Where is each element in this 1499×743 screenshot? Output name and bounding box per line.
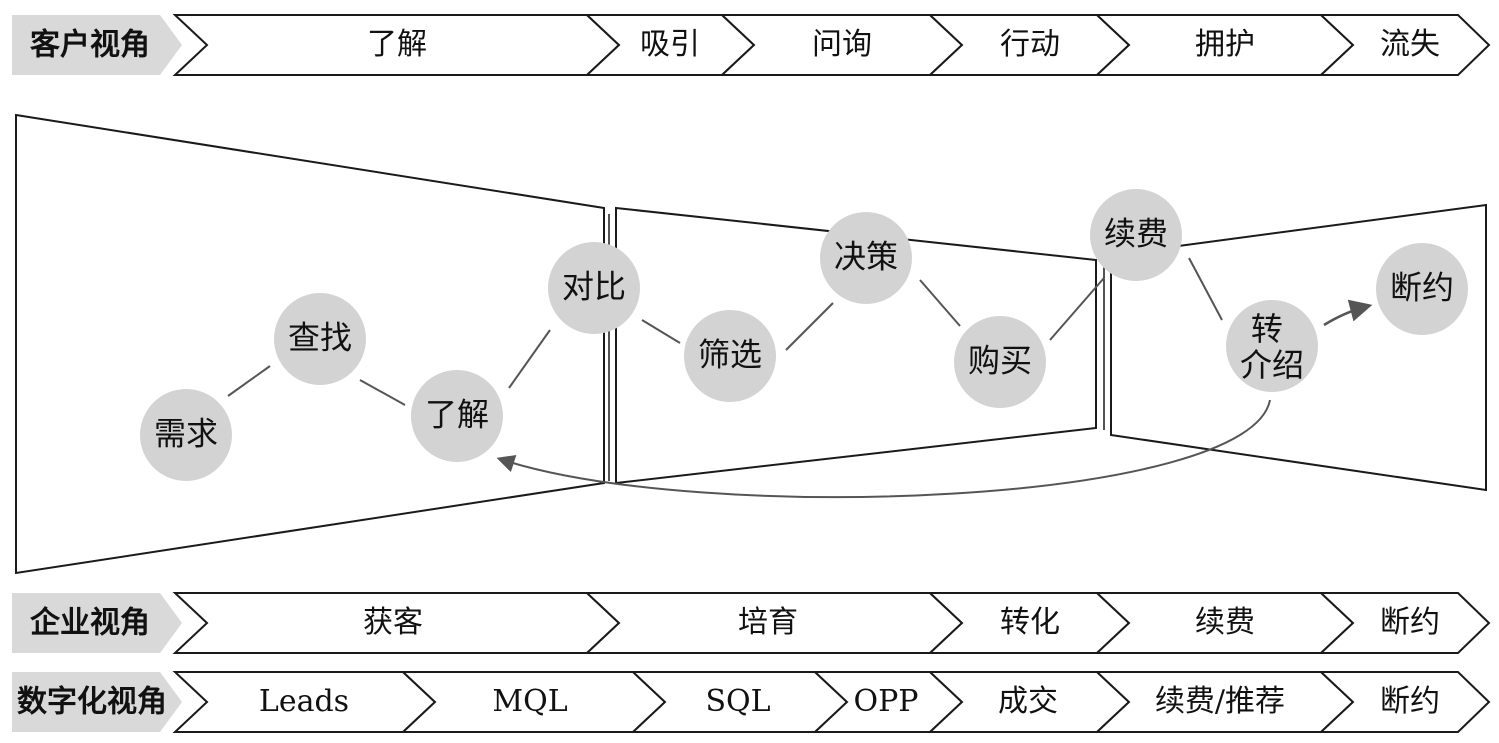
stage-chevron: 获客 xyxy=(172,592,621,654)
stage-label: 获客 xyxy=(363,605,423,640)
connectors xyxy=(227,257,1223,406)
node-label: 了解 xyxy=(425,396,489,434)
row-tag-label: 客户视角 xyxy=(30,28,150,63)
stage-label: 成交 xyxy=(998,684,1058,719)
row-tag: 客户视角 xyxy=(12,15,182,75)
stage-label: Leads xyxy=(259,684,349,719)
row-tag-label: 企业视角 xyxy=(30,606,150,641)
stage-label: 流失 xyxy=(1380,27,1440,62)
stage-label: SQL xyxy=(705,684,770,719)
row-digital: 数字化视角 Leads MQL SQL OPP 成交 续费/推荐 断约 xyxy=(12,671,1491,733)
node-label: 购买 xyxy=(968,342,1032,380)
arrow-to-churn xyxy=(1323,299,1373,327)
node-label: 对比 xyxy=(562,268,626,306)
stage-label: 问询 xyxy=(812,27,872,62)
stage-chevron: 培育 xyxy=(584,592,964,654)
node-decide: 决策 xyxy=(820,212,912,304)
stage-label: OPP xyxy=(854,684,919,719)
row-tag: 数字化视角 xyxy=(12,672,182,732)
stage-label: 吸引 xyxy=(640,27,700,62)
node-label: 需求 xyxy=(154,415,218,453)
stage-chevron: 流失 xyxy=(1318,14,1491,76)
stage-chevron: 转化 xyxy=(927,592,1131,654)
stage-label: MQL xyxy=(492,684,567,719)
node-search: 查找 xyxy=(274,293,366,385)
stage-label: 行动 xyxy=(1000,27,1060,62)
node-compare: 对比 xyxy=(548,242,640,334)
node-label: 续费 xyxy=(1104,215,1168,253)
node-demand: 需求 xyxy=(140,389,232,481)
row-enterprise: 企业视角 获客 培育 转化 续费 断约 xyxy=(12,592,1491,654)
node-referral: 转 介绍 xyxy=(1226,300,1318,392)
stage-label: 续费/推荐 xyxy=(1155,684,1285,719)
stage-chevron: 断约 xyxy=(1318,592,1491,654)
node-label: 断约 xyxy=(1390,269,1454,307)
row-customer: 客户视角 了解 吸引 问询 行动 拥护 流失 xyxy=(12,14,1491,76)
node-churn: 断约 xyxy=(1376,243,1468,335)
row-tag-label: 数字化视角 xyxy=(17,685,167,720)
node-label: 转 介绍 xyxy=(1240,310,1304,384)
stage-chevron: 续费 xyxy=(1094,592,1355,654)
stage-label: 培育 xyxy=(738,605,798,640)
node-label: 决策 xyxy=(834,238,898,276)
node-label: 查找 xyxy=(288,319,352,357)
node-renew: 续费 xyxy=(1090,189,1182,281)
stage-label: 了解 xyxy=(367,27,427,62)
stage-chevron: 断约 xyxy=(1318,671,1491,733)
funnel-section-nurture xyxy=(615,206,1097,485)
stage-chevron: MQL xyxy=(400,671,667,733)
node-purchase: 购买 xyxy=(954,316,1046,408)
node-filter: 筛选 xyxy=(684,310,776,402)
stage-label: 续费 xyxy=(1195,605,1255,640)
stage-chevron: 续费/推荐 xyxy=(1094,671,1355,733)
stage-chevron: 拥护 xyxy=(1094,14,1355,76)
referral-loop-arrow xyxy=(496,399,1271,498)
stage-label: 转化 xyxy=(1000,605,1060,640)
stage-label: 断约 xyxy=(1380,605,1440,640)
node-understand: 了解 xyxy=(411,370,503,462)
node-label: 筛选 xyxy=(698,336,762,374)
stage-label: 断约 xyxy=(1380,684,1440,719)
nodes: 需求 查找 了解 对比 筛选 决策 购买 续费 xyxy=(140,189,1468,481)
stage-label: 拥护 xyxy=(1195,27,1255,62)
stage-chevron: SQL xyxy=(630,671,849,733)
stage-chevron: 问询 xyxy=(719,14,964,76)
stage-chevron: Leads xyxy=(172,671,437,733)
stage-chevron: 了解 xyxy=(172,14,621,76)
row-tag: 企业视角 xyxy=(12,593,182,653)
